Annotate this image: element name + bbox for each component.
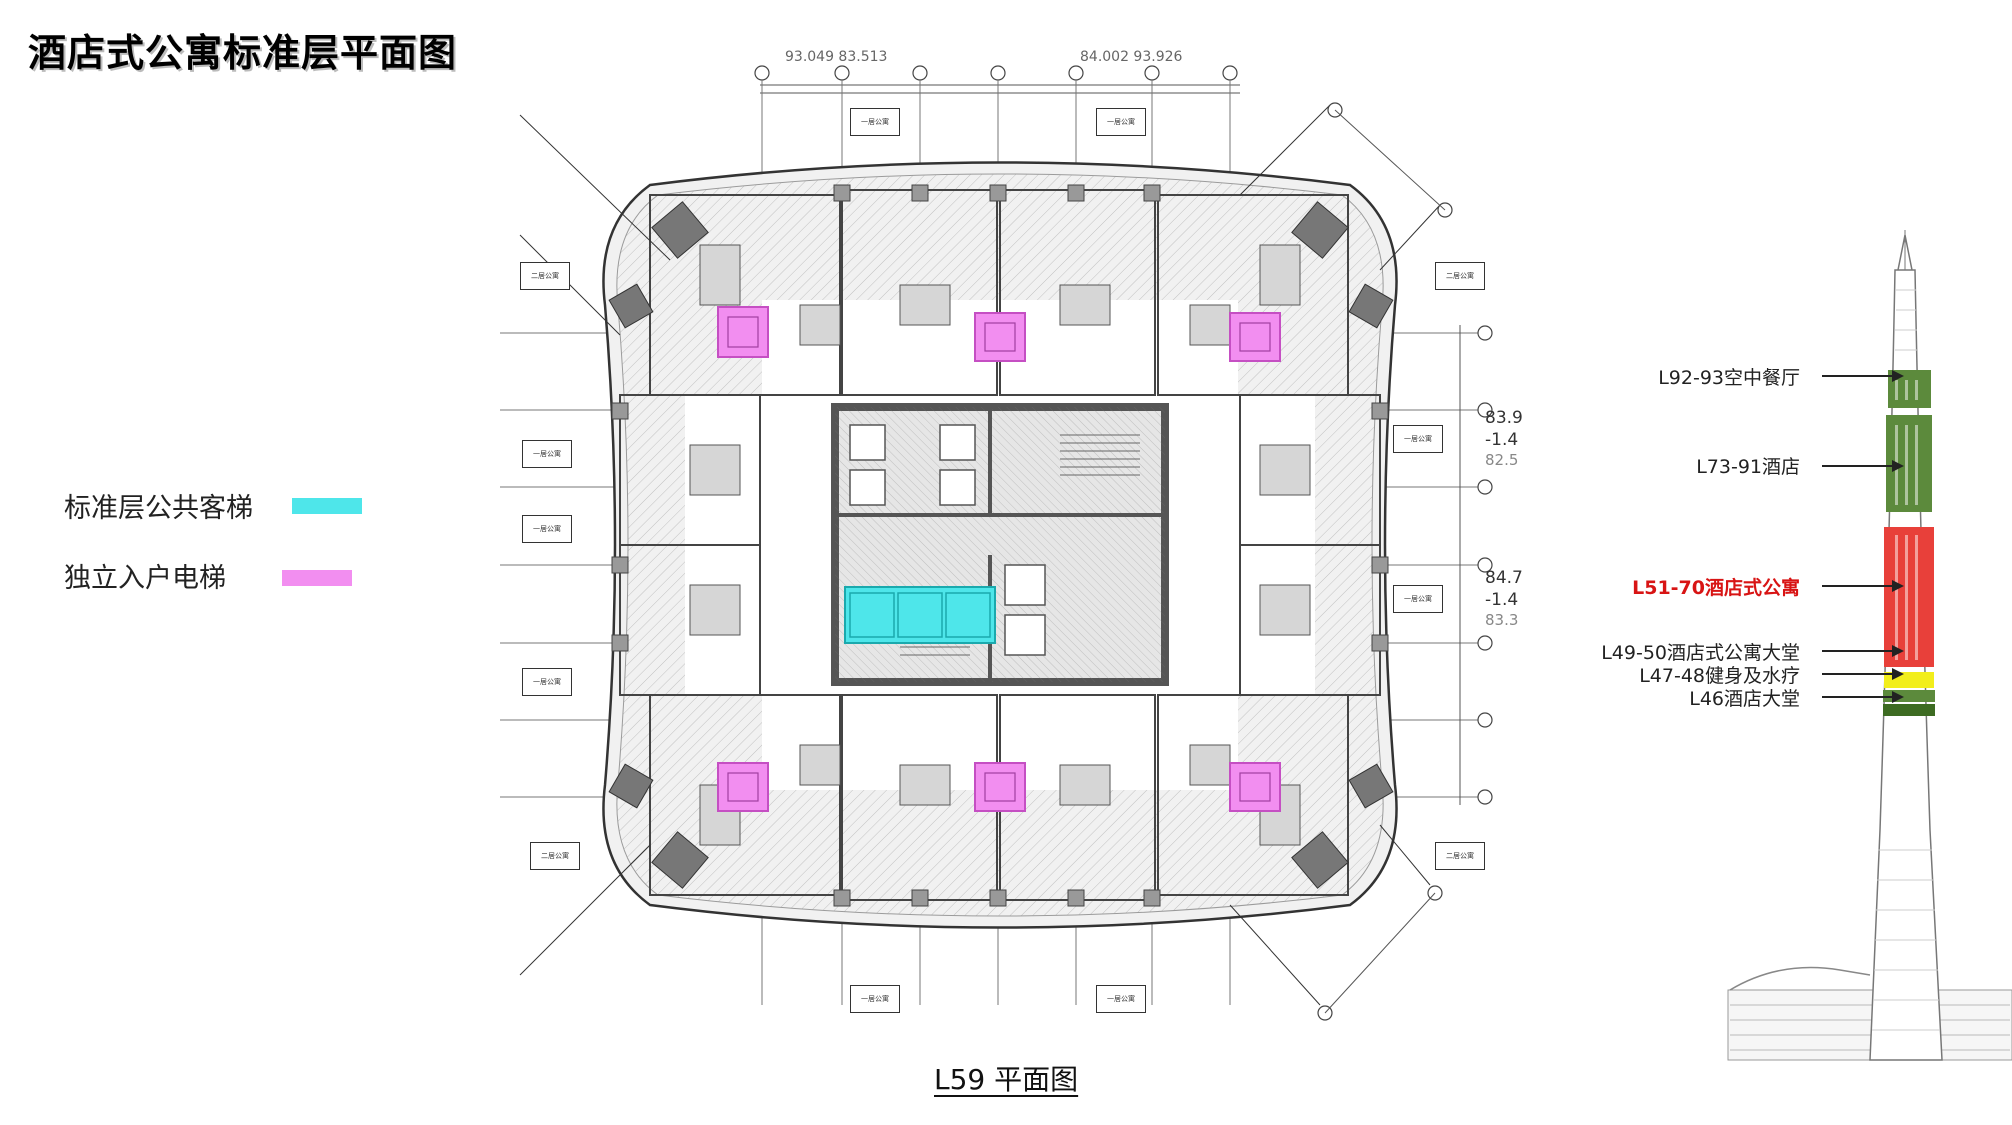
plan-caption: L59 平面图 [934,1063,1079,1096]
room-tag: 一居公寓 [1096,108,1146,136]
floor-arrow [1822,465,1894,467]
room-tag: 一居公寓 [522,440,572,468]
room-tag: 二居公寓 [1435,262,1485,290]
room-tag: 一居公寓 [522,668,572,696]
floor-label-l92-93: L92-93空中餐厅 [1658,367,1800,389]
room-tag: 二居公寓 [530,842,580,870]
dim-text-right-1: 83.9 [1485,408,1523,428]
legend-item-public-elevator: 标准层公共客梯 [64,486,253,525]
legend-swatch-public-elevator [292,498,362,514]
floor-label-l51-70: L51-70酒店式公寓 [1632,577,1800,599]
page-title: 酒店式公寓标准层平面图 [28,31,458,75]
room-tag: 一居公寓 [522,515,572,543]
room-tag: 一居公寓 [850,985,900,1013]
dim-text-top-left: 93.049 83.513 [785,49,887,65]
floor-label-l49-50: L49-50酒店式公寓大堂 [1601,642,1800,664]
dim-text-right-1c: 82.5 [1485,451,1518,469]
floor-label-l73-91: L73-91酒店 [1696,456,1800,478]
floor-arrow-head [1892,691,1904,703]
room-tag: 一居公寓 [1096,985,1146,1013]
dim-text-right-2: 84.7 [1485,568,1523,588]
floor-plan-drawing: 93.049 83.513 84.002 93.926 [500,49,1523,1021]
floor-arrow-head [1892,580,1904,592]
dim-text-right-2b: -1.4 [1485,590,1518,610]
dim-text-right-1b: -1.4 [1485,430,1518,450]
floor-arrow [1822,650,1894,652]
floor-arrow [1822,673,1894,675]
room-tag: 二居公寓 [1435,842,1485,870]
dim-text-right-2c: 83.3 [1485,611,1518,629]
legend-label: 标准层公共客梯 [64,493,253,524]
room-tag: 一居公寓 [1393,425,1443,453]
legend-swatch-private-elevator [282,570,352,586]
floor-arrow-head [1892,460,1904,472]
floor-arrow-head [1892,645,1904,657]
floor-arrow [1822,585,1894,587]
legend-item-private-elevator: 独立入户电梯 [64,556,226,595]
tower-section-drawing [1727,230,2012,1061]
room-tag: 一居公寓 [1393,585,1443,613]
floor-label-l47-48: L47-48健身及水疗 [1639,665,1800,687]
floor-arrow-head [1892,370,1904,382]
floor-arrow [1822,375,1894,377]
room-tag: 一居公寓 [850,108,900,136]
dim-text-top-right: 84.002 93.926 [1080,49,1183,65]
floor-arrow [1822,696,1894,698]
public-elevator-group [844,586,996,644]
room-tag: 二居公寓 [520,262,570,290]
floor-label-l46: L46酒店大堂 [1689,688,1800,710]
legend-label: 独立入户电梯 [64,563,226,594]
floor-arrow-head [1892,668,1904,680]
